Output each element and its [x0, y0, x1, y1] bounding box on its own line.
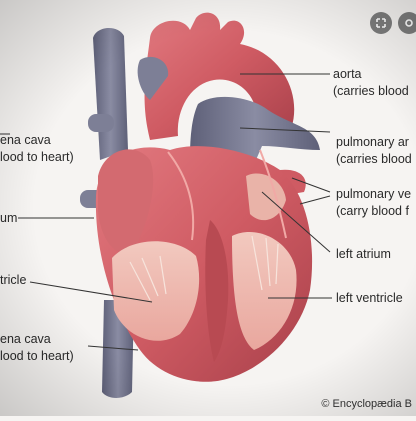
pulmonary-artery-branch: [137, 56, 169, 100]
superior-vena-cava: [93, 27, 128, 160]
label-right-atrium: um: [0, 211, 18, 225]
label-inferior-vena-cava-note: lood to heart): [0, 349, 74, 363]
left-atrium-chamber: [246, 173, 286, 221]
label-right-ventricle: tricle: [0, 273, 27, 287]
right-atrium: [98, 149, 154, 254]
label-left-ventricle: left ventricle: [336, 291, 403, 305]
share-icon[interactable]: [398, 12, 416, 34]
chordae-tendineae: [129, 235, 279, 301]
label-inferior-vena-cava: ena cava: [0, 332, 51, 346]
label-pulmonary-artery-note: (carries blood: [336, 152, 412, 166]
label-superior-vena-cava: ena cava: [0, 133, 51, 147]
label-superior-vena-cava-note: lood to heart): [0, 150, 74, 164]
credit-text: © Encyclopædia B: [321, 398, 412, 410]
label-aorta: aorta: [333, 67, 362, 81]
label-pulmonary-artery: pulmonary ar: [336, 135, 409, 149]
pulmonary-vein-stub: [88, 114, 114, 132]
leader-lines: [0, 73, 332, 351]
left-ventricle-chamber: [232, 231, 297, 350]
label-left-atrium: left atrium: [336, 247, 391, 261]
septum: [205, 220, 229, 362]
expand-icon[interactable]: [370, 12, 392, 34]
label-pulmonary-veins: pulmonary ve: [336, 187, 412, 201]
label-pulmonary-veins-note: (carry blood f: [336, 204, 409, 218]
label-aorta-note: (carries blood: [333, 84, 409, 98]
coronary-vessels: [167, 149, 287, 241]
